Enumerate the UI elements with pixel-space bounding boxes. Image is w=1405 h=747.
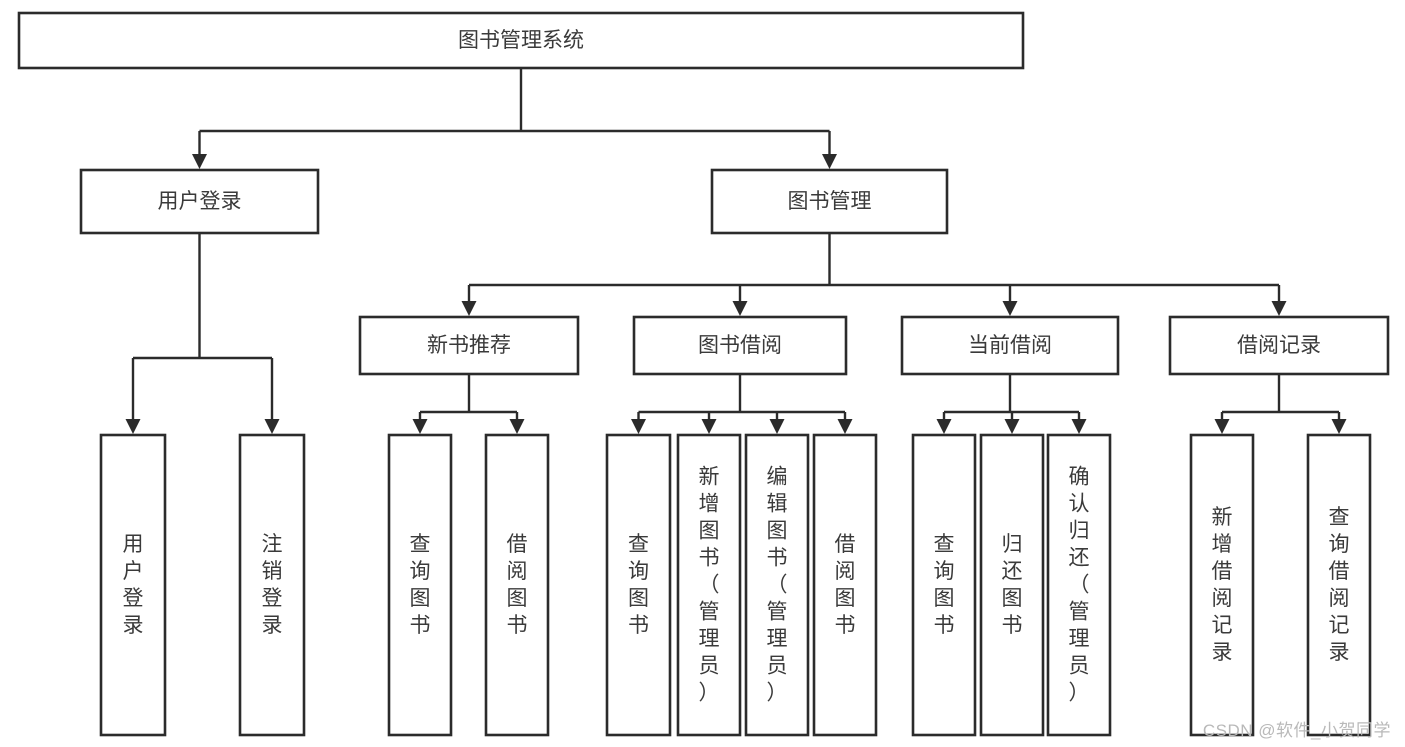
node-box-leaf-add-book-admin[interactable] bbox=[676, 433, 742, 737]
arrow-head-icon bbox=[1331, 419, 1347, 434]
node-box-leaf-user-logout[interactable] bbox=[238, 433, 306, 737]
node-borrow-record[interactable]: 借阅记录 bbox=[1168, 315, 1390, 376]
node-book-manage-module[interactable]: 图书管理 bbox=[710, 168, 949, 235]
arrow-head-icon bbox=[1271, 301, 1287, 316]
node-label-borrow-record: 借阅记录 bbox=[1237, 334, 1321, 357]
node-current-borrow[interactable]: 当前借阅 bbox=[900, 315, 1120, 376]
arrow-head-icon bbox=[1071, 419, 1087, 434]
arrow-head-icon bbox=[125, 419, 141, 434]
node-label-new-book-recommend: 新书推荐 bbox=[427, 334, 511, 357]
node-box-book-manage-module[interactable] bbox=[710, 168, 949, 235]
node-leaf-add-book-admin[interactable]: 新增图书（管理员） bbox=[676, 433, 742, 737]
node-box-root[interactable] bbox=[17, 11, 1025, 70]
node-label-leaf-user-logout: 注销登录 bbox=[262, 533, 283, 637]
edge-group-user-login-module bbox=[125, 233, 280, 434]
node-leaf-user-logout[interactable]: 注销登录 bbox=[238, 433, 306, 737]
arrow-head-icon bbox=[837, 419, 853, 434]
node-leaf-add-borrow-record[interactable]: 新增借阅记录 bbox=[1189, 433, 1255, 737]
node-label-book-borrow: 图书借阅 bbox=[698, 334, 782, 357]
node-box-leaf-confirm-return-admin[interactable] bbox=[1046, 433, 1112, 737]
node-leaf-query-book-current[interactable]: 查询图书 bbox=[911, 433, 977, 737]
node-box-new-book-recommend[interactable] bbox=[358, 315, 580, 376]
arrow-head-icon bbox=[936, 419, 952, 434]
node-label-current-borrow: 当前借阅 bbox=[968, 334, 1052, 357]
node-root[interactable]: 图书管理系统 bbox=[17, 11, 1025, 70]
arrow-head-icon bbox=[509, 419, 525, 434]
arrow-head-icon bbox=[822, 154, 837, 169]
node-label-leaf-borrow-book: 借阅图书 bbox=[835, 533, 856, 637]
node-box-user-login-module[interactable] bbox=[79, 168, 320, 235]
node-label-leaf-borrow-book-recommend: 借阅图书 bbox=[507, 533, 528, 637]
node-leaf-query-book-borrow[interactable]: 查询图书 bbox=[605, 433, 672, 737]
node-box-leaf-edit-book-admin[interactable] bbox=[744, 433, 810, 737]
node-box-leaf-borrow-book[interactable] bbox=[812, 433, 878, 737]
node-label-root: 图书管理系统 bbox=[458, 29, 584, 52]
arrow-head-icon bbox=[264, 419, 280, 434]
node-leaf-return-book[interactable]: 归还图书 bbox=[979, 433, 1045, 737]
arrow-head-icon bbox=[769, 419, 785, 434]
node-book-borrow[interactable]: 图书借阅 bbox=[632, 315, 848, 376]
edge-group-book-borrow bbox=[631, 374, 853, 434]
node-label-leaf-add-book-admin: 新增图书（管理员） bbox=[699, 466, 720, 705]
node-box-leaf-return-book[interactable] bbox=[979, 433, 1045, 737]
connector-layer bbox=[125, 68, 1347, 434]
node-box-book-borrow[interactable] bbox=[632, 315, 848, 376]
node-leaf-query-borrow-record[interactable]: 查询借阅记录 bbox=[1306, 433, 1372, 737]
node-leaf-user-login[interactable]: 用户登录 bbox=[99, 433, 167, 737]
node-leaf-confirm-return-admin[interactable]: 确认归还（管理员） bbox=[1046, 433, 1112, 737]
arrow-head-icon bbox=[461, 301, 477, 316]
node-box-leaf-query-book-recommend[interactable] bbox=[387, 433, 453, 737]
edge-group-root bbox=[192, 68, 837, 169]
arrow-head-icon bbox=[631, 419, 646, 434]
node-label-leaf-query-book-borrow: 查询图书 bbox=[628, 533, 649, 637]
node-layer: 图书管理系统用户登录图书管理新书推荐图书借阅当前借阅借阅记录用户登录注销登录查询… bbox=[17, 11, 1390, 737]
node-label-leaf-add-borrow-record: 新增借阅记录 bbox=[1212, 506, 1233, 664]
node-leaf-query-book-recommend[interactable]: 查询图书 bbox=[387, 433, 453, 737]
edge-group-book-manage-module bbox=[461, 233, 1287, 316]
arrow-head-icon bbox=[192, 154, 207, 169]
node-leaf-borrow-book-recommend[interactable]: 借阅图书 bbox=[484, 433, 550, 737]
node-new-book-recommend[interactable]: 新书推荐 bbox=[358, 315, 580, 376]
csdn-watermark: CSDN @软件_小贺同学 bbox=[1202, 721, 1391, 740]
arrow-head-icon bbox=[1214, 419, 1230, 434]
node-label-leaf-query-book-recommend: 查询图书 bbox=[410, 533, 431, 637]
node-label-leaf-confirm-return-admin: 确认归还（管理员） bbox=[1069, 466, 1090, 705]
node-box-leaf-query-borrow-record[interactable] bbox=[1306, 433, 1372, 737]
edge-group-new-book-recommend bbox=[412, 374, 525, 434]
node-box-borrow-record[interactable] bbox=[1168, 315, 1390, 376]
node-label-leaf-query-book-current: 查询图书 bbox=[934, 533, 955, 637]
node-box-leaf-query-book-current[interactable] bbox=[911, 433, 977, 737]
node-box-leaf-query-book-borrow[interactable] bbox=[605, 433, 672, 737]
arrow-head-icon bbox=[701, 419, 717, 434]
node-label-book-manage-module: 图书管理 bbox=[788, 190, 872, 213]
arrow-head-icon bbox=[412, 419, 428, 434]
arrow-head-icon bbox=[1002, 301, 1018, 316]
node-label-leaf-query-borrow-record: 查询借阅记录 bbox=[1329, 506, 1350, 664]
node-user-login-module[interactable]: 用户登录 bbox=[79, 168, 320, 235]
node-label-leaf-return-book: 归还图书 bbox=[1002, 533, 1023, 637]
node-box-leaf-user-login[interactable] bbox=[99, 433, 167, 737]
node-leaf-edit-book-admin[interactable]: 编辑图书（管理员） bbox=[744, 433, 810, 737]
node-leaf-borrow-book[interactable]: 借阅图书 bbox=[812, 433, 878, 737]
edge-group-borrow-record bbox=[1214, 374, 1347, 434]
node-label-user-login-module: 用户登录 bbox=[158, 190, 242, 213]
node-box-leaf-borrow-book-recommend[interactable] bbox=[484, 433, 550, 737]
node-box-current-borrow[interactable] bbox=[900, 315, 1120, 376]
edge-group-current-borrow bbox=[936, 374, 1087, 434]
arrow-head-icon bbox=[1004, 419, 1020, 434]
node-box-leaf-add-borrow-record[interactable] bbox=[1189, 433, 1255, 737]
arrow-head-icon bbox=[732, 301, 748, 316]
node-label-leaf-user-login: 用户登录 bbox=[123, 533, 144, 637]
node-label-leaf-edit-book-admin: 编辑图书（管理员） bbox=[767, 466, 788, 705]
